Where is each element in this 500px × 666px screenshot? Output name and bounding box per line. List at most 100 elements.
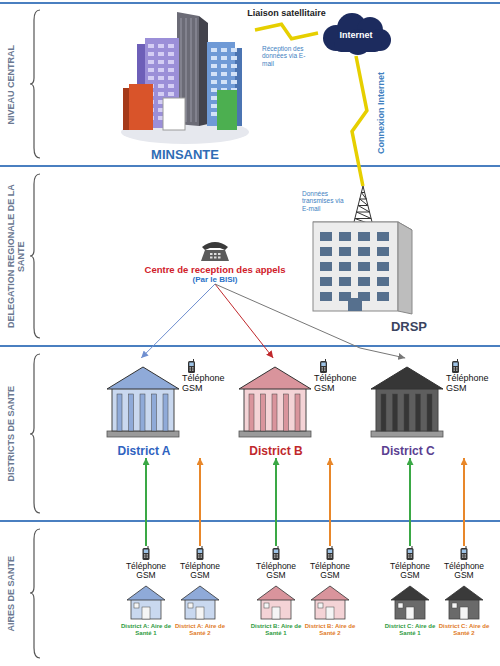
phone-key — [214, 257, 217, 259]
window — [168, 92, 174, 96]
arrow-connector — [275, 458, 277, 546]
window — [231, 48, 237, 52]
separator-line — [0, 520, 500, 522]
phone-key — [218, 257, 221, 259]
level-band: NIVEAU CENTRALMINSANTEInternet — [0, 4, 500, 166]
tower-brace — [360, 199, 368, 206]
window — [377, 232, 389, 241]
column — [249, 394, 254, 431]
phone-screen — [408, 550, 412, 554]
gsm-phone-icon — [461, 546, 468, 560]
phone-key — [144, 554, 146, 555]
antenna-tower — [354, 186, 373, 225]
house-window — [134, 603, 139, 608]
gsm-phone-icon — [141, 546, 151, 561]
house-roof — [181, 586, 219, 600]
phone-key — [331, 557, 333, 558]
building-body — [376, 388, 438, 431]
call-center-note: (Par le BISI) — [193, 275, 238, 284]
window — [320, 277, 332, 286]
window — [211, 88, 217, 92]
house-roof — [311, 586, 349, 600]
green-building — [217, 90, 237, 130]
phone-key — [465, 557, 467, 558]
phone-key — [277, 554, 279, 555]
house-window — [264, 603, 269, 608]
column — [140, 394, 145, 431]
roof — [371, 367, 443, 389]
window — [377, 247, 389, 256]
building-front — [313, 222, 398, 311]
health-area-house: Téléphone GSMDistrict B: Aire de Santé 2 — [304, 546, 356, 636]
house-body — [315, 599, 345, 619]
phone-screen — [321, 363, 325, 367]
tower-side — [199, 16, 208, 126]
window — [211, 96, 217, 100]
window — [339, 232, 351, 241]
window — [148, 52, 154, 56]
window — [339, 247, 351, 256]
house-roof — [391, 586, 429, 600]
phone-screen — [462, 550, 466, 554]
window — [158, 68, 164, 72]
separator-line — [0, 2, 500, 4]
phone-key — [322, 367, 324, 368]
gsm-phone-icon — [188, 359, 195, 373]
phone-key — [462, 554, 464, 555]
house-door — [326, 607, 334, 619]
link-label: Liaison satellitaire — [245, 8, 328, 18]
window — [377, 262, 389, 271]
house-body — [131, 599, 161, 619]
health-area-house: Téléphone GSMDistrict A: Aire de Santé 2 — [174, 546, 226, 636]
phone-key — [408, 557, 410, 558]
area-name: District B: Aire de Santé 1 — [250, 623, 302, 637]
arrow-connector — [145, 458, 147, 546]
red-building-side — [123, 88, 129, 130]
level-band: AIRES DE SANTETéléphone GSMDistrict A: A… — [0, 522, 500, 666]
window — [320, 232, 332, 241]
level-band: DISTRICTS DE SANTETéléphone GSMDistrict … — [0, 347, 500, 521]
phone-key — [408, 554, 410, 555]
window — [377, 292, 389, 301]
window — [168, 52, 174, 56]
steps — [371, 431, 443, 437]
roof — [107, 367, 179, 389]
tower-brace — [358, 206, 369, 213]
gsm-phone-icon — [405, 546, 415, 561]
tower-stripe — [186, 18, 187, 122]
window — [231, 64, 237, 68]
steps — [107, 431, 179, 437]
roof — [239, 367, 311, 389]
phone-key — [201, 554, 203, 555]
house-body — [185, 599, 215, 619]
window — [158, 92, 164, 96]
tower-brace — [357, 212, 372, 219]
district-name: District A — [104, 444, 184, 458]
level-separators — [0, 3, 500, 521]
call-center-title: Centre de reception des appels — [145, 264, 286, 275]
phone-body — [197, 548, 204, 560]
phone-key — [190, 367, 192, 368]
phone-label: Téléphone GSM — [120, 562, 172, 581]
phone-label: Téléphone GSM — [438, 562, 490, 581]
area-name: District B: Aire de Santé 2 — [304, 623, 356, 637]
district-building: Téléphone GSMDistrict A — [104, 358, 228, 458]
house-window — [452, 603, 457, 608]
health-area-house: Téléphone GSMDistrict C: Aire de Santé 1 — [384, 546, 436, 636]
window — [377, 277, 389, 286]
health-area-house: Téléphone GSMDistrict A: Aire de Santé 1 — [120, 546, 172, 636]
window — [158, 84, 164, 88]
phone-key — [328, 557, 330, 558]
phone-key — [144, 557, 146, 558]
window — [211, 80, 217, 84]
column — [261, 394, 266, 431]
window — [211, 48, 217, 52]
gsm-phone-icon — [195, 546, 205, 561]
level-band: DELEGATION REGIONALE DE LA SANTECentre d… — [0, 167, 500, 346]
phone-screen — [144, 550, 148, 554]
building-body — [112, 388, 174, 431]
window — [320, 292, 332, 301]
phone-key — [454, 367, 456, 368]
gsm-phone-icon — [459, 546, 469, 561]
